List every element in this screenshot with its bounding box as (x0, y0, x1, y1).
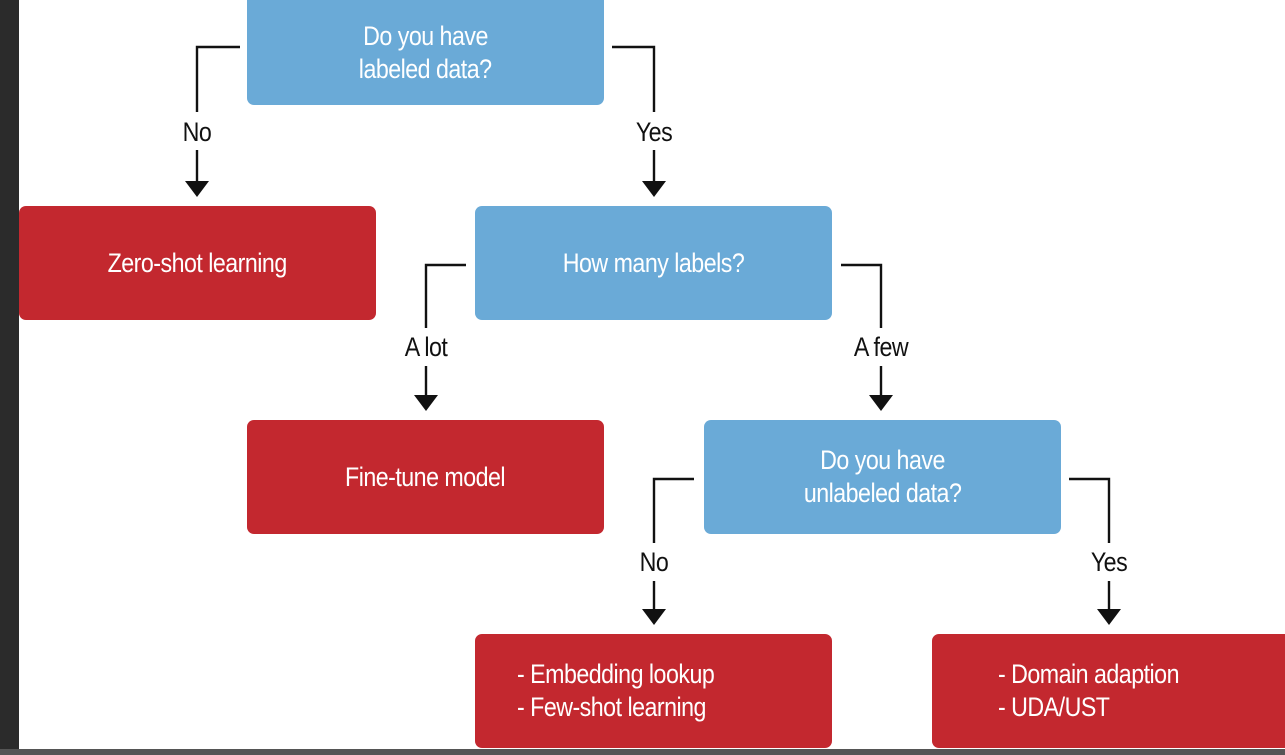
outcome-domain-adaption-uda: - Domain adaption - UDA/UST (932, 634, 1285, 748)
diagram-canvas (19, 0, 1285, 749)
arrowhead-how-many-a-lot (414, 395, 438, 411)
outcome-text-line-1: Zero-shot learning (107, 247, 288, 278)
connector-unlabeled-yes (1069, 477, 1111, 543)
outcome-fine-tune-model: Fine-tune model (247, 420, 604, 534)
edge-label-labeled-yes: Yes (635, 117, 673, 147)
arrowhead-how-many-a-few (869, 395, 893, 411)
outcome-embedding-few-shot: - Embedding lookup - Few-shot learning (475, 634, 832, 748)
connector-labeled-yes (612, 45, 656, 112)
arrowhead-unlabeled-yes (1097, 609, 1121, 625)
arrowhead-labeled-no (185, 181, 209, 197)
decision-text-line-2: unlabeled data? (803, 478, 962, 508)
decision-text-line-2: labeled data? (359, 53, 492, 84)
decision-text-line-1: How many labels? (562, 247, 745, 278)
edge-label-unlabeled-yes: Yes (1090, 547, 1128, 577)
arrowhead-unlabeled-no (642, 609, 666, 625)
outcome-text-line-2: - Few-shot learning (517, 692, 706, 722)
outcome-text-line-1: - Embedding lookup (517, 659, 715, 689)
connector-how-many-a-lot (424, 263, 466, 328)
outcome-text-line-1: Fine-tune model (345, 461, 506, 492)
edge-label-labeled-no: No (182, 117, 212, 147)
outcome-text-line-2: - UDA/UST (998, 692, 1110, 722)
decision-has-labeled-data: Do you have labeled data? (247, 0, 604, 105)
decision-text-line-1: Do you have (820, 445, 945, 475)
edge-label-unlabeled-no: No (639, 547, 669, 577)
decision-how-many-labels: How many labels? (475, 206, 832, 320)
bottom-edge-strip (0, 749, 1285, 755)
decision-has-unlabeled-data: Do you have unlabeled data? (704, 420, 1061, 534)
connector-unlabeled-no (652, 477, 694, 543)
arrowhead-labeled-yes (642, 181, 666, 197)
connector-how-many-a-few (841, 263, 883, 328)
connector-labeled-no (195, 45, 240, 112)
decision-text-line-1: Do you have (363, 20, 488, 51)
edge-label-how-many-a-few: A few (853, 332, 909, 362)
edge-label-how-many-a-lot: A lot (404, 332, 448, 362)
outcome-zero-shot-learning: Zero-shot learning (19, 206, 376, 320)
outcome-text-line-1: - Domain adaption (998, 659, 1179, 689)
